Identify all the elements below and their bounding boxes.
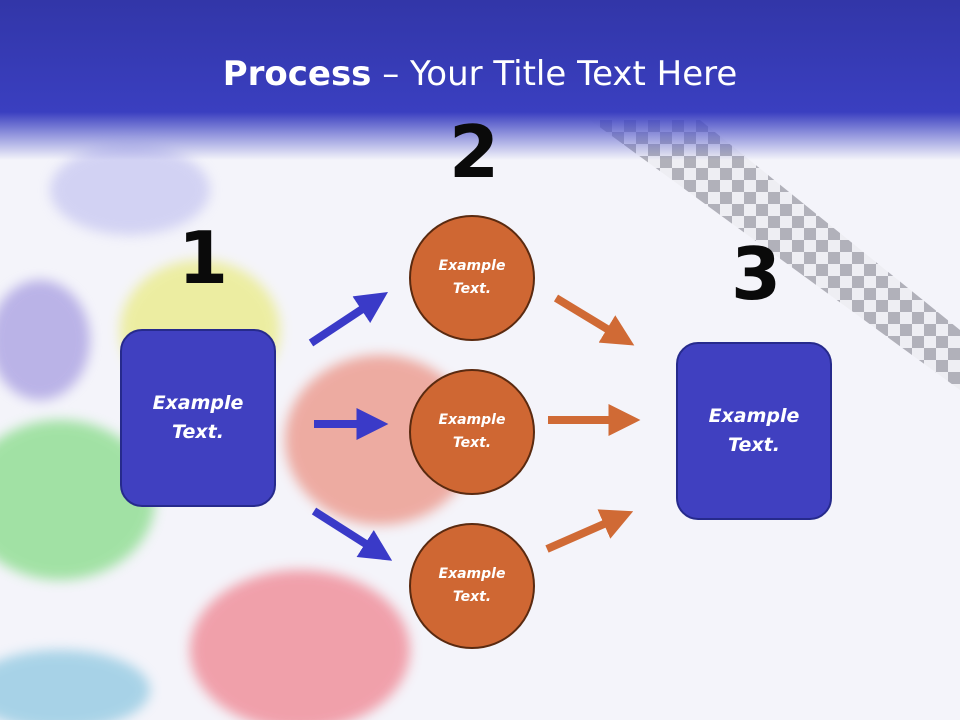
title-banner [0,0,960,160]
step-number-2: 2 [449,110,500,194]
circle-top-line1: Example [438,258,506,274]
step-number-1: 1 [178,216,229,300]
page-title: Process – Your Title Text Here [0,52,960,96]
circle-bottom-line1: Example [438,566,506,582]
circle-top-line2: Text. [452,281,492,297]
title-rest: – Your Title Text Here [371,54,738,94]
circle-bottom-line2: Text. [452,589,492,605]
left-box-line1: Example [152,392,244,414]
left-box-line2: Text. [172,421,224,443]
right-box-line2: Text. [728,434,780,456]
right-box-line1: Example [708,405,800,427]
step-number-3: 3 [731,232,782,316]
circle-mid-line1: Example [438,412,506,428]
circle-mid-line2: Text. [452,435,492,451]
title-bold: Process [222,54,372,94]
